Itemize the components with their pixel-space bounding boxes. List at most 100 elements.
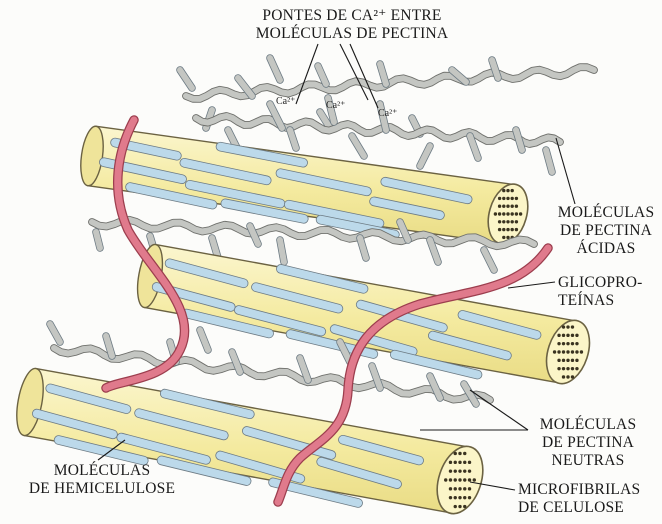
cellulose-chain-dot [454, 469, 457, 472]
cellulose-chain-dot [566, 325, 569, 328]
cellulose-chain-dot [454, 452, 457, 455]
leader-line [556, 138, 575, 204]
pectin-branch [546, 150, 552, 172]
label-line: MOLÉCULAS [530, 416, 646, 434]
cellulose-chain-dot [502, 189, 505, 192]
pectin-branch [360, 238, 366, 258]
calcium-tag: Ca²⁺ [378, 108, 397, 119]
cellulose-chain-dot [562, 325, 565, 328]
pectin-branch [516, 130, 522, 150]
leader-line [508, 282, 555, 288]
leader-line [296, 44, 318, 104]
cellulose-chain-dot [498, 205, 501, 208]
cellulose-chain-dot [515, 212, 518, 215]
cellulose-chain-dot [498, 228, 501, 231]
acidic-pectin-label: MOLÉCULAS DE PECTINA ÁCIDAS [552, 204, 660, 258]
cellulose-chain-dot [449, 496, 452, 499]
cellulose-chain-dot [502, 205, 505, 208]
cellulose-chain-dot [494, 212, 497, 215]
cellulose-chain-dot [511, 228, 514, 231]
cellulose-chain-dot [575, 367, 578, 370]
label-line: MOLÉCULAS [22, 462, 182, 480]
cellulose-chain-dot [575, 334, 578, 337]
cellulose-chain-dot [458, 505, 461, 508]
cellulose-microfibrils-label: MICROFIBRILAS DE CELULOSE [518, 481, 640, 517]
label-line: MICROFIBRILAS [518, 481, 640, 499]
cellulose-chain-dot [468, 487, 471, 490]
glycoproteins-label: GLICOPRO- TEÍNAS [558, 274, 642, 310]
cellulose-chain-dot [566, 359, 569, 362]
cellulose-chain-dot [506, 189, 509, 192]
cellulose-chain-dot [449, 478, 452, 481]
label-line: TEÍNAS [558, 292, 642, 310]
label-line: PONTES DE CA²⁺ ENTRE [238, 7, 466, 25]
cellulose-chain-dot [454, 478, 457, 481]
pectin-branch [290, 130, 296, 148]
cellulose-chain-dot [449, 469, 452, 472]
cellulose-chain-dot [562, 359, 565, 362]
cellulose-chain-dot [468, 469, 471, 472]
cellulose-chain-dot [511, 220, 514, 223]
cellulose-chain-dot [562, 342, 565, 345]
label-line: DE PECTINA [552, 222, 660, 240]
cellulose-chain-dot [553, 350, 556, 353]
cellulose-chain-dot [557, 350, 560, 353]
cellulose-chain-dot [468, 461, 471, 464]
cellulose-chain-dot [515, 220, 518, 223]
cellulose-chain-dot [511, 197, 514, 200]
cellulose-chain-dot [454, 505, 457, 508]
calcium-tag: Ca²⁺ [276, 96, 295, 107]
cellulose-chain-dot [463, 461, 466, 464]
label-line: DE PECTINA [530, 434, 646, 452]
cellulose-chain-dot [498, 212, 501, 215]
cellulose-chain-dot [562, 367, 565, 370]
cellulose-chain-dot [557, 342, 560, 345]
cellulose-chain-dot [454, 461, 457, 464]
cellulose-chain-dot [458, 487, 461, 490]
cellulose-chain-dot [580, 350, 583, 353]
pectin-branch [200, 330, 208, 350]
cellulose-chain-dot [502, 197, 505, 200]
cellulose-chain-dot [557, 359, 560, 362]
pectin-branch [318, 66, 326, 84]
cellulose-chain-dot [506, 236, 509, 239]
cellulose-chain-dot [463, 496, 466, 499]
cellulose-chain-dot [515, 197, 518, 200]
neutral-pectin-label: MOLÉCULAS DE PECTINA NEUTRAS [530, 416, 646, 470]
cellulose-chain-dot [454, 496, 457, 499]
label-line: NEUTRAS [530, 452, 646, 470]
leader-line [350, 44, 378, 108]
cellulose-chain-dot [463, 452, 466, 455]
cellulose-chain-dot [511, 212, 514, 215]
cellulose-chain-dot [515, 205, 518, 208]
cellulose-chain-dot [449, 487, 452, 490]
leader-line [470, 390, 528, 430]
cellulose-chain-dot [458, 478, 461, 481]
cellulose-chain-dot [473, 478, 476, 481]
cellulose-chain-dot [571, 359, 574, 362]
cellulose-chain-dot [515, 228, 518, 231]
label-line: MOLÉCULAS DE PECTINA [238, 25, 466, 43]
calcium-bridges-label: PONTES DE CA²⁺ ENTRE MOLÉCULAS DE PECTIN… [238, 7, 466, 43]
cellulose-chain-dot [575, 350, 578, 353]
label-line: MOLÉCULAS [552, 204, 660, 222]
cellulose-chain-dot [562, 375, 565, 378]
cellulose-chain-dot [557, 367, 560, 370]
cellulose-chain-dot [575, 359, 578, 362]
calcium-tag: Ca²⁺ [326, 100, 345, 111]
cellulose-chain-dot [506, 220, 509, 223]
cellulose-chain-dot [454, 487, 457, 490]
cellulose-chain-dot [562, 334, 565, 337]
pectin-strand [196, 116, 560, 144]
cellulose-chain-dot [506, 212, 509, 215]
cellulose-chain-dot [502, 212, 505, 215]
cellulose-chain-dot [566, 367, 569, 370]
cellulose-chain-dot [506, 197, 509, 200]
cellulose-chain-dot [458, 496, 461, 499]
cellulose-chain-dot [506, 228, 509, 231]
cellulose-chain-dot [562, 350, 565, 353]
pectin-branch [250, 226, 258, 244]
cellulose-chain-dot [463, 469, 466, 472]
cellulose-chain-dot [463, 505, 466, 508]
cellulose-chain-dot [571, 342, 574, 345]
